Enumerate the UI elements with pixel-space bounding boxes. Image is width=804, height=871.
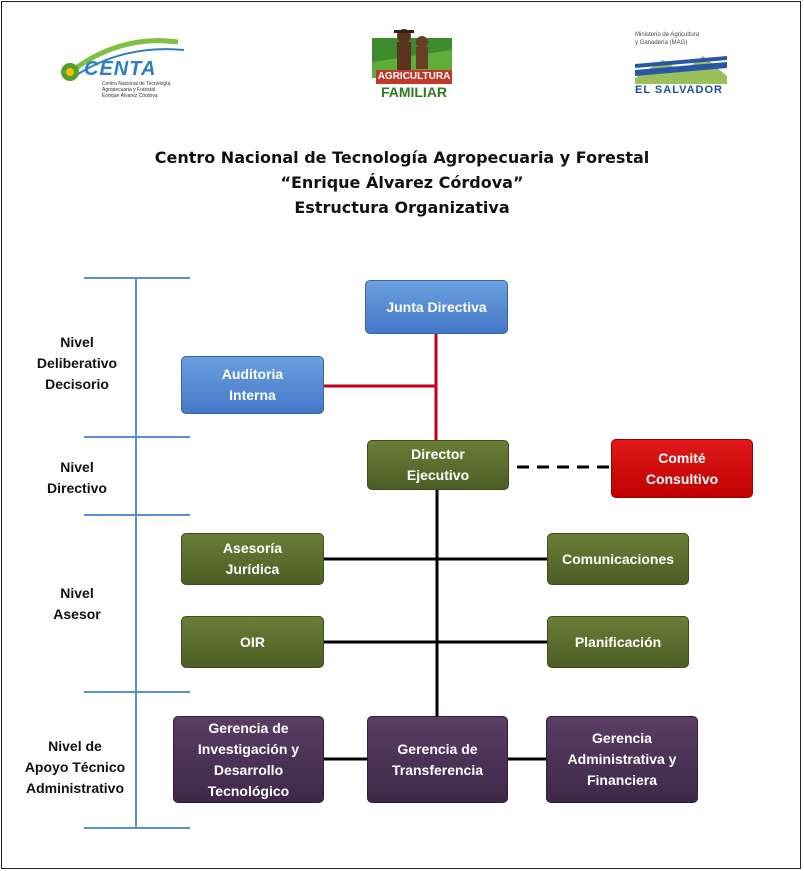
node-oir: OIR [181,616,324,668]
node-comunicaciones: Comunicaciones [547,533,689,585]
node-junta-directiva: Junta Directiva [365,280,508,334]
node-label: Interna [229,387,276,403]
node-gerencia-administrativa: Gerencia Administrativa y Financiera [546,716,698,803]
node-label: Comité [658,449,706,466]
centa-caption-2: Agropecuaria y Forestal [102,87,156,93]
node-label: Consultivo [645,470,719,487]
centa-wordmark: CENTA [84,58,157,80]
node-asesoria-juridica: Asesoría Jurídica [181,533,324,585]
node-label: Desarrollo [213,761,284,778]
level-label-line: Decisorio [45,376,109,392]
node-label: Gerencia de [397,740,478,757]
mag-country: EL SALVADOR [635,84,724,96]
agricultura-label: AGRICULTURA [376,70,452,84]
level-apoyo: Nivel de Apoyo Técnico Administrativo [14,736,136,799]
node-label: OIR [240,633,265,650]
node-gerencia-transferencia: Gerencia de Transferencia [367,716,508,803]
node-label: Investigación y [197,740,300,757]
agricultura-familiar-logo: AGRICULTURA FAMILIAR [370,22,454,100]
node-gerencia-investigacion: Gerencia de Investigación y Desarrollo T… [173,716,324,803]
title-line-1: Centro Nacional de Tecnología Agropecuar… [154,148,650,167]
title-line-2: “Enrique Álvarez Córdova” [280,173,524,192]
level-label-line: Directivo [47,480,107,496]
node-label: Asesoría [222,540,283,556]
node-label: Planificación [574,633,662,650]
level-label-line: Nivel [60,585,94,601]
mag-caption-2: y Ganadería (MAG) [635,40,688,46]
mag-caption-1: Ministerio de Agricultura [635,32,700,38]
node-label: Gerencia de [208,719,289,736]
node-label: Auditoria [221,366,284,382]
level-label-line: Nivel [60,459,94,475]
node-label: Administrativa y [567,751,677,767]
node-label: Tecnológico [207,782,290,799]
node-auditoria-interna: Auditoria Interna [181,356,324,414]
level-label-line: Nivel de [48,738,102,754]
title-line-3: Estructura Organizativa [294,198,510,217]
centa-caption-3: Enrique Álvarez Córdova [102,93,158,99]
node-label: Ejecutivo [406,467,470,483]
node-label: Junta Directiva [386,298,487,315]
node-comite-consultivo: Comité Consultivo [611,439,753,498]
level-directivo: Nivel Directivo [22,457,132,499]
node-label: Transferencia [391,761,484,778]
mag-logo: Ministerio de Agricultura y Ganadería (M… [633,32,733,102]
level-label-line: Nivel [60,334,94,350]
node-label: Comunicaciones [561,550,675,567]
node-label: Jurídica [225,561,280,577]
node-label: Gerencia [592,730,652,746]
node-label: Director [411,446,465,462]
node-director-ejecutivo: Director Ejecutivo [367,440,509,490]
level-deliberativo: Nivel Deliberativo Decisorio [22,332,132,395]
node-label: Financiera [586,772,658,788]
level-label-line: Apoyo Técnico [24,759,126,775]
centa-caption-1: Centro Nacional de Tecnología [102,81,171,87]
level-asesor: Nivel Asesor [22,583,132,625]
node-planificacion: Planificación [547,616,689,668]
familiar-label: FAMILIAR [380,84,448,100]
level-label-line: Deliberativo [36,355,118,371]
level-label-line: Administrativo [25,780,124,796]
centa-logo: CENTA Centro Nacional de Tecnología Agro… [58,34,203,104]
level-label-line: Asesor [53,606,101,622]
